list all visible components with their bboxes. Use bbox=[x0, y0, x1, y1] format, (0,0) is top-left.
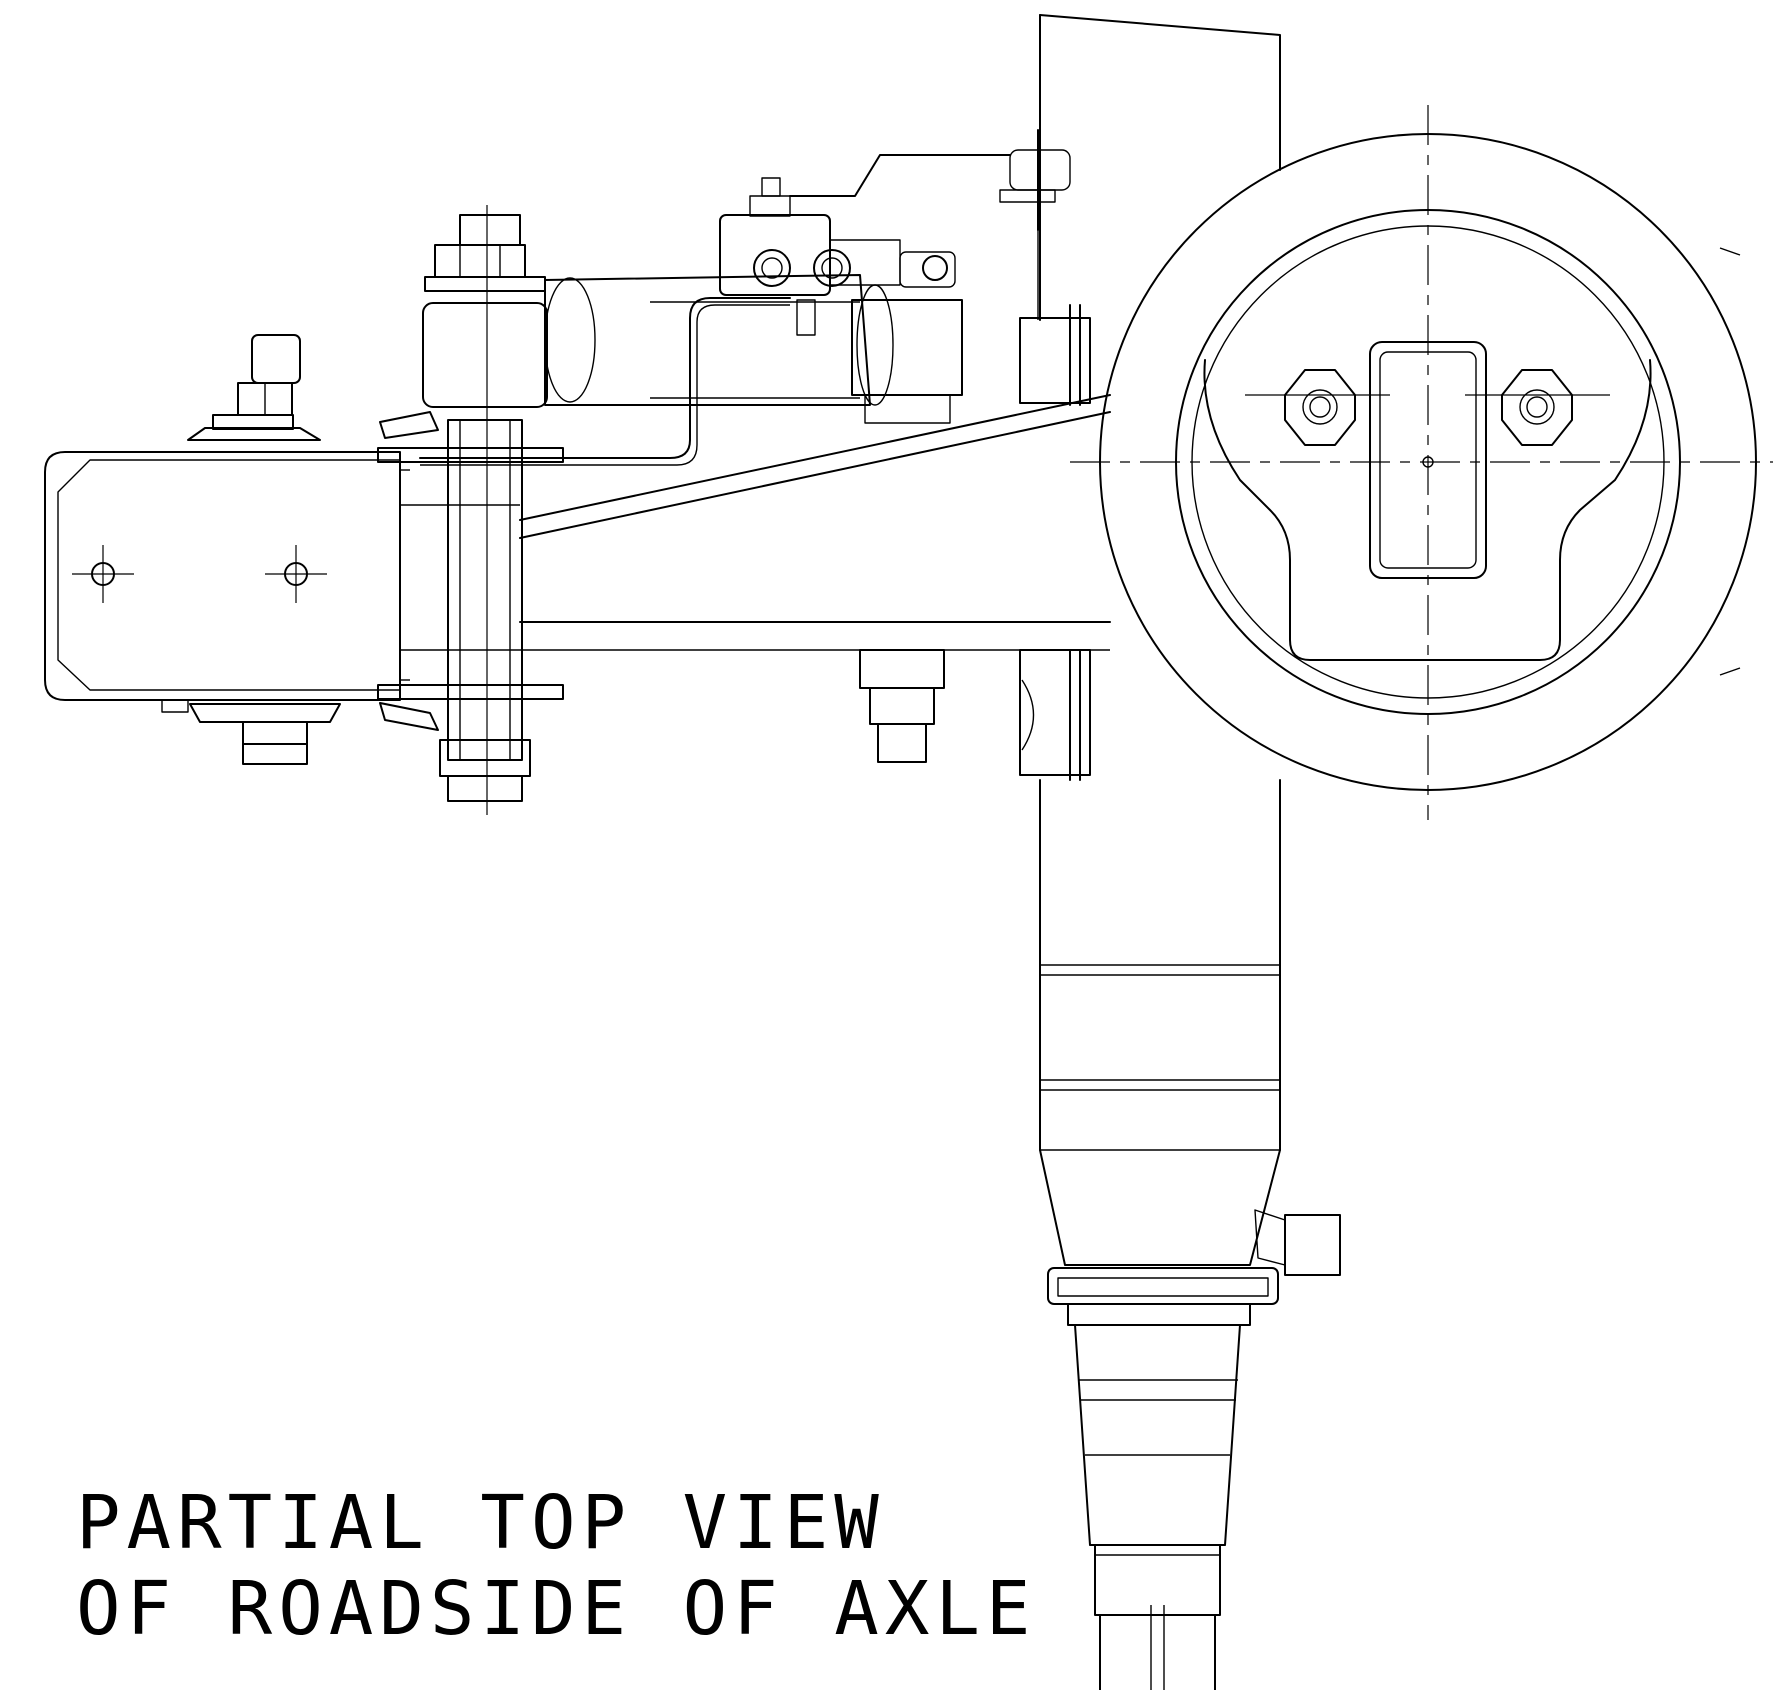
hub-nut-right bbox=[1502, 370, 1572, 445]
pivot-bolt bbox=[378, 205, 563, 815]
bracket-bolt-top bbox=[188, 335, 320, 440]
caption-line-1: PARTIAL TOP VIEW bbox=[76, 1480, 885, 1566]
air-cylinder bbox=[545, 275, 962, 423]
trailing-arm bbox=[400, 395, 1110, 650]
height-control-valve bbox=[720, 130, 1070, 335]
air-line bbox=[420, 298, 790, 465]
brake-drum bbox=[1070, 105, 1773, 820]
lower-bolt bbox=[860, 650, 944, 762]
hanger-bracket bbox=[45, 452, 410, 700]
hub-nut-left bbox=[1285, 370, 1355, 445]
frame-rail bbox=[1020, 15, 1280, 780]
caption-line-2: OF ROADSIDE OF AXLE bbox=[76, 1566, 1037, 1652]
bracket-bolt-bottom bbox=[162, 700, 340, 764]
bracket-hole-1 bbox=[72, 545, 134, 603]
drawing-caption: PARTIAL TOP VIEW OF ROADSIDE OF AXLE bbox=[76, 1480, 1036, 1652]
axle-tube bbox=[1040, 780, 1340, 1690]
bracket-hole-2 bbox=[265, 545, 327, 603]
